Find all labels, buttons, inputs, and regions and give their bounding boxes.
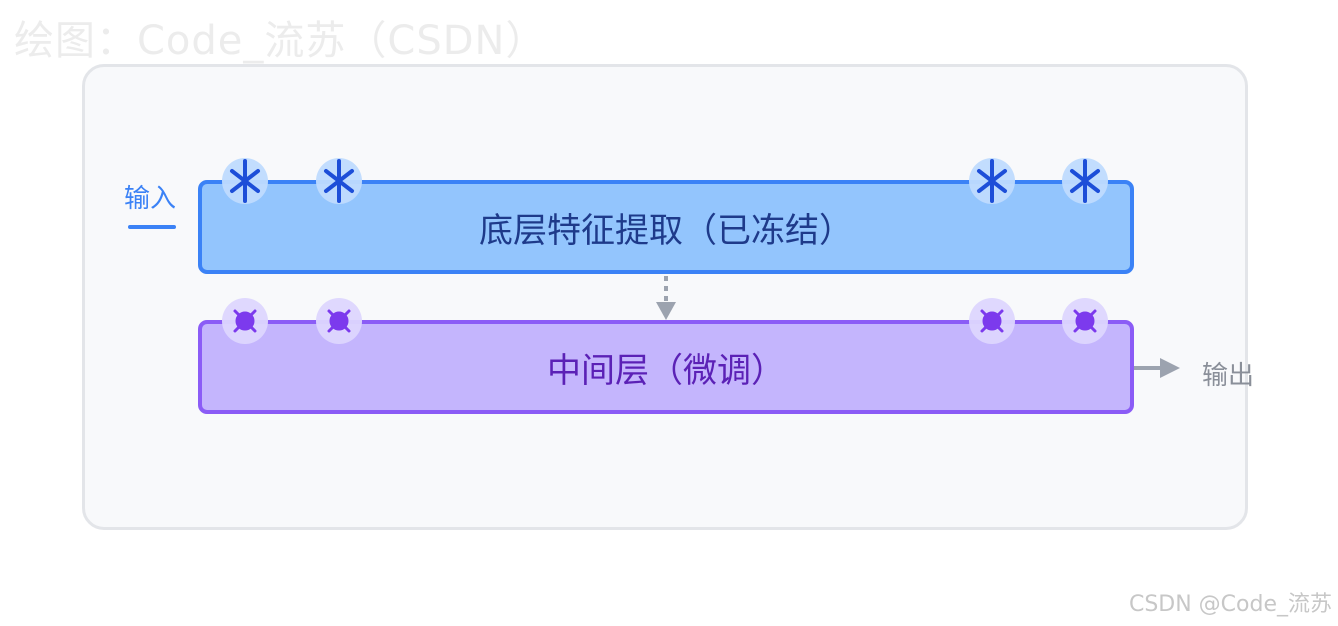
watermark-bottom: CSDN @Code_流苏: [1128, 592, 1332, 617]
frozen-layer-label: 底层特征提取（已冻结）: [479, 210, 853, 251]
output-label: 输出: [1202, 361, 1255, 391]
tuned-layer-label: 中间层（微调）: [547, 350, 785, 391]
input-line: [128, 225, 176, 229]
bug-icon: [1062, 298, 1108, 344]
input-label: 输入: [124, 184, 177, 214]
snowflake-icon: [969, 158, 1015, 204]
snowflake-icon: [222, 158, 268, 204]
bug-icon: [316, 298, 362, 344]
bug-icon: [969, 298, 1015, 344]
watermark-top: 绘图：Code_流苏（CSDN）: [14, 18, 547, 64]
bug-icon: [222, 298, 268, 344]
down-arrow: [656, 276, 676, 320]
snowflake-icon: [316, 158, 362, 204]
output-arrow: [1134, 358, 1180, 378]
snowflake-icon: [1062, 158, 1108, 204]
